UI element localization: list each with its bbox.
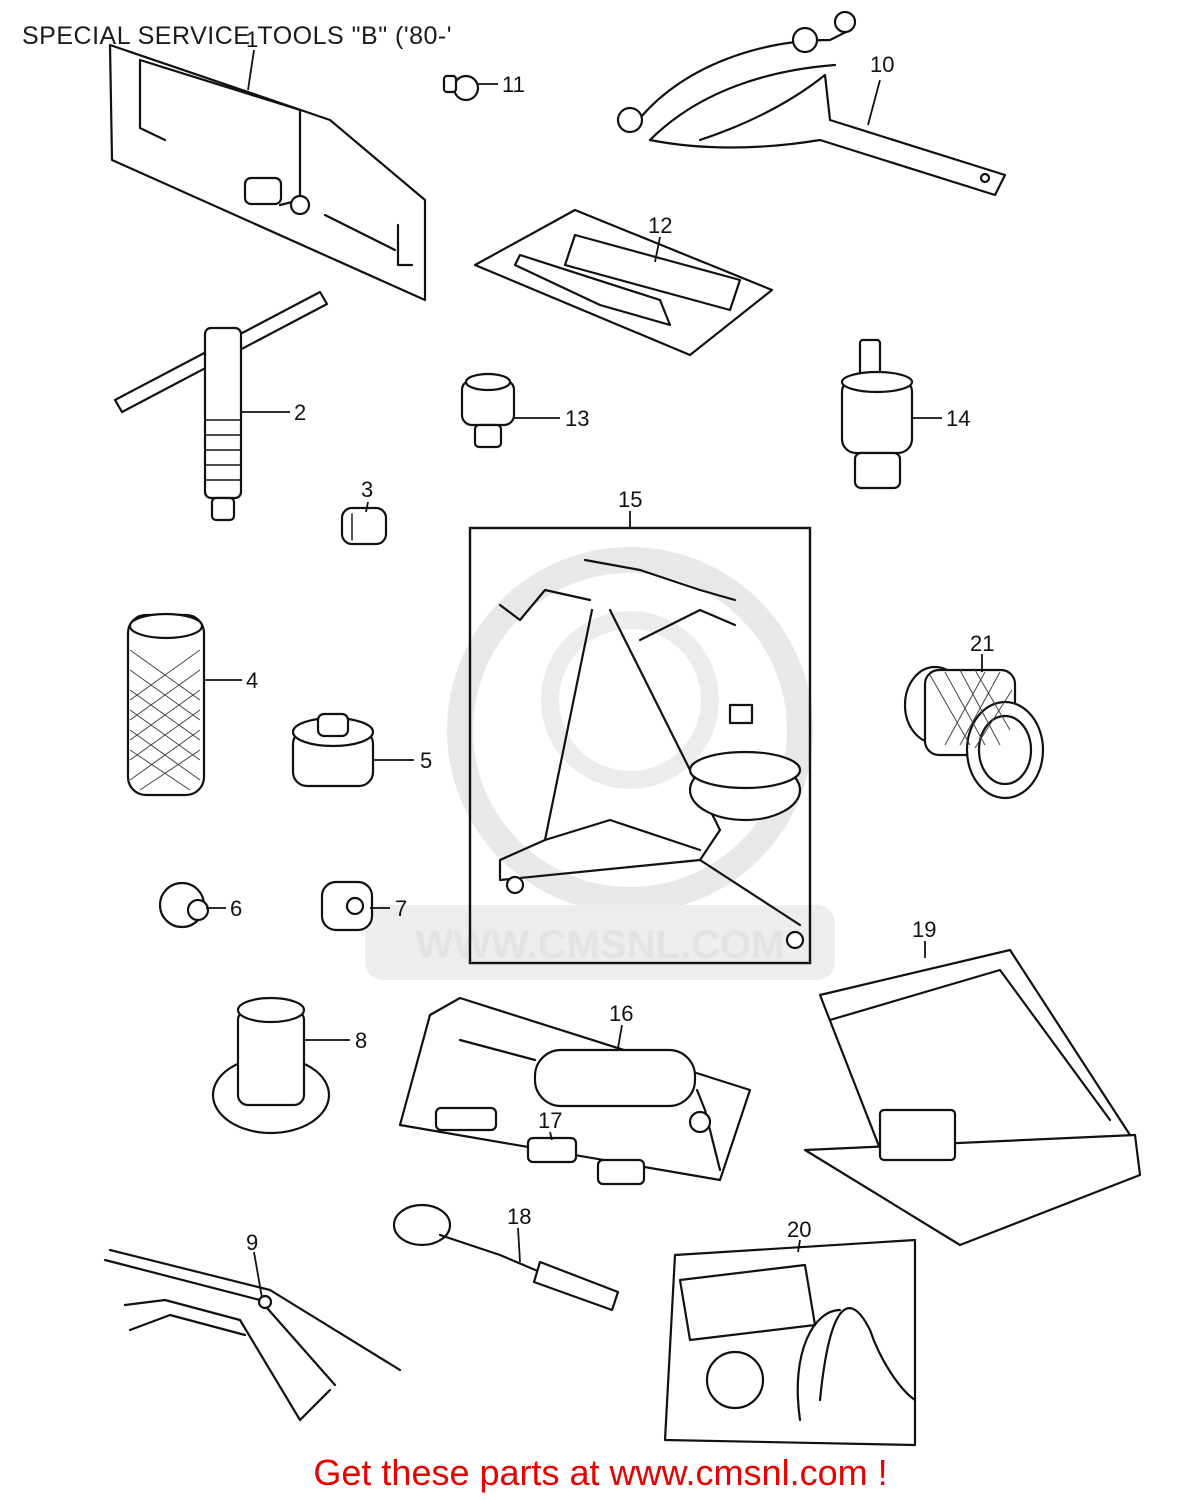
callout-21: 21 (970, 631, 994, 656)
part-17-adapters (434, 1106, 646, 1186)
part-10-flywheel-holder (616, 10, 1007, 197)
callout-numbers: 1 2 3 4 5 6 7 8 9 10 11 12 13 14 15 16 1… (230, 27, 994, 1255)
callout-8: 8 (355, 1028, 367, 1053)
callout-15: 15 (618, 487, 642, 512)
part-4-knurled-driver (126, 612, 206, 797)
callout-11: 11 (502, 72, 525, 97)
part-20-multimeter (663, 1238, 917, 1447)
callout-5: 5 (420, 748, 432, 773)
callout-12: 12 (648, 213, 672, 238)
part-8-base-driver (211, 996, 331, 1135)
part-11-bolt (442, 74, 480, 102)
callout-10: 10 (870, 52, 894, 77)
part-18-filter-wrench (392, 1203, 620, 1312)
part-19-tester-case (803, 948, 1142, 1247)
part-6-adapter (158, 881, 210, 929)
callout-14: 14 (946, 406, 970, 431)
part-12-reamer-set (473, 208, 774, 357)
callout-4: 4 (246, 668, 258, 693)
callout-16: 16 (609, 1001, 633, 1026)
watermark-text: WWW.CMSNL.COM (416, 923, 785, 967)
part-7-adapter (320, 880, 374, 932)
callout-17: 17 (538, 1108, 562, 1133)
part-15-engine-stand (468, 526, 812, 965)
callout-18: 18 (507, 1204, 531, 1229)
cmsnl-watermark: WWW.CMSNL.COM (365, 547, 835, 980)
callout-3: 3 (361, 477, 373, 502)
callout-7: 7 (395, 896, 407, 921)
diagram-title: SPECIAL SERVICE TOOLS "B" ('80-' (22, 22, 453, 50)
part-21-knurled-collar (903, 665, 1045, 800)
callout-20: 20 (787, 1217, 811, 1242)
callout-13: 13 (565, 406, 589, 431)
leader-lines (205, 49, 983, 1299)
part-9-locking-pliers (103, 1248, 402, 1422)
part-3-cap (340, 506, 388, 546)
callout-1: 1 (246, 27, 258, 52)
part-14-puller-bolt (840, 338, 914, 490)
part-1-valve-spring-compressor-kit (108, 43, 427, 302)
part-5-bearing-driver (291, 712, 375, 788)
part-16-slide-hammer-kit (398, 996, 752, 1182)
part-13-adapter-fitting (460, 372, 516, 449)
callout-6: 6 (230, 896, 242, 921)
callout-9: 9 (246, 1230, 258, 1255)
footer-cta-link[interactable]: Get these parts at www.cmsnl.com ! (313, 1452, 888, 1493)
part-2-t-handle-puller (113, 290, 329, 522)
callout-2: 2 (294, 400, 306, 425)
callout-19: 19 (912, 917, 936, 942)
